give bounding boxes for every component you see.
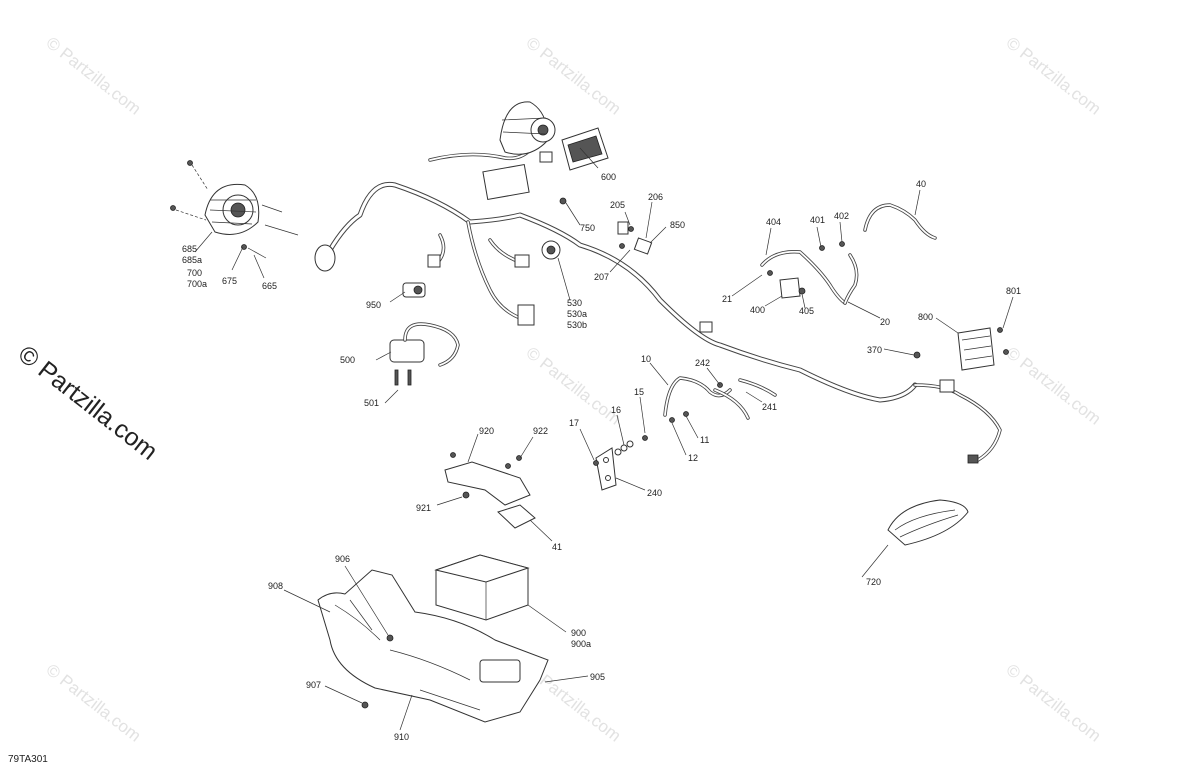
callout-401[interactable]: 401 bbox=[810, 215, 825, 225]
gauge-module-600[interactable] bbox=[561, 127, 609, 171]
connector-950[interactable] bbox=[402, 282, 426, 298]
positive-cables[interactable] bbox=[663, 376, 777, 423]
callout-800[interactable]: 800 bbox=[918, 312, 933, 322]
callout-205[interactable]: 205 bbox=[610, 200, 625, 210]
callout-11[interactable]: 11 bbox=[700, 435, 709, 445]
left-headlight[interactable] bbox=[170, 160, 299, 259]
callout-850[interactable]: 850 bbox=[670, 220, 685, 230]
battery-900[interactable] bbox=[434, 554, 530, 621]
diagram-code: 79TA301 bbox=[8, 754, 48, 765]
callout-950[interactable]: 950 bbox=[366, 300, 381, 310]
callout-900a[interactable]: 900a bbox=[571, 639, 591, 649]
callout-40[interactable]: 40 bbox=[916, 179, 926, 189]
callout-41[interactable]: 41 bbox=[552, 542, 562, 552]
battery-tray-905[interactable] bbox=[317, 569, 549, 723]
horn-500[interactable] bbox=[389, 322, 460, 386]
callout-700[interactable]: 700 bbox=[187, 268, 202, 278]
callout-906[interactable]: 906 bbox=[335, 554, 350, 564]
callout-12[interactable]: 12 bbox=[688, 453, 698, 463]
callout-15[interactable]: 15 bbox=[634, 387, 644, 397]
callout-530[interactable]: 530 bbox=[567, 298, 582, 308]
callout-685[interactable]: 685 bbox=[182, 244, 197, 254]
callout-907[interactable]: 907 bbox=[306, 680, 321, 690]
callout-908[interactable]: 908 bbox=[268, 581, 283, 591]
callout-500[interactable]: 500 bbox=[340, 355, 355, 365]
callout-21[interactable]: 21 bbox=[722, 294, 732, 304]
callout-17[interactable]: 17 bbox=[569, 418, 579, 428]
callout-370[interactable]: 370 bbox=[867, 345, 882, 355]
bracket-240[interactable] bbox=[593, 435, 648, 491]
callout-10[interactable]: 10 bbox=[641, 354, 651, 364]
callout-240[interactable]: 240 bbox=[647, 488, 662, 498]
callout-242[interactable]: 242 bbox=[695, 358, 710, 368]
callout-labels: 685 685a 700 700a 675 665 950 500 501 53… bbox=[182, 172, 1021, 742]
callout-404[interactable]: 404 bbox=[766, 217, 781, 227]
callout-921[interactable]: 921 bbox=[416, 503, 431, 513]
callout-920[interactable]: 920 bbox=[479, 426, 494, 436]
callout-241[interactable]: 241 bbox=[762, 402, 777, 412]
battery-cables[interactable] bbox=[760, 203, 937, 305]
tail-light-720[interactable] bbox=[887, 499, 969, 546]
center-headlight[interactable] bbox=[499, 101, 556, 155]
callout-600[interactable]: 600 bbox=[601, 172, 616, 182]
callout-402[interactable]: 402 bbox=[834, 211, 849, 221]
callout-720[interactable]: 720 bbox=[866, 577, 881, 587]
callout-801[interactable]: 801 bbox=[1006, 286, 1021, 296]
callout-665[interactable]: 665 bbox=[262, 281, 277, 291]
callout-16[interactable]: 16 bbox=[611, 405, 621, 415]
callout-675[interactable]: 675 bbox=[222, 276, 237, 286]
callout-750[interactable]: 750 bbox=[580, 223, 595, 233]
module-800[interactable] bbox=[913, 327, 1009, 371]
switch-530[interactable] bbox=[541, 240, 561, 260]
callout-905[interactable]: 905 bbox=[590, 672, 605, 682]
callout-206[interactable]: 206 bbox=[648, 192, 663, 202]
callout-900[interactable]: 900 bbox=[571, 628, 586, 638]
callout-685a[interactable]: 685a bbox=[182, 255, 202, 265]
callout-207[interactable]: 207 bbox=[594, 272, 609, 282]
leader-lines bbox=[194, 147, 1014, 731]
callout-405[interactable]: 405 bbox=[799, 306, 814, 316]
watermark-text: © Partzilla.com bbox=[523, 33, 625, 119]
callout-400[interactable]: 400 bbox=[750, 305, 765, 315]
watermark-text: © Partzilla.com bbox=[1003, 33, 1105, 119]
small-connectors[interactable] bbox=[539, 151, 653, 255]
callout-530a[interactable]: 530a bbox=[567, 309, 587, 319]
watermark-text: © Partzilla.com bbox=[43, 660, 145, 746]
main-wiring-harness[interactable] bbox=[314, 148, 1002, 464]
callout-700a[interactable]: 700a bbox=[187, 279, 207, 289]
watermark-text: © Partzilla.com bbox=[1003, 660, 1105, 746]
watermark-text: © Partzilla.com bbox=[1003, 343, 1105, 429]
watermark-text: © Partzilla.com bbox=[523, 343, 625, 429]
callout-910[interactable]: 910 bbox=[394, 732, 409, 742]
callout-922[interactable]: 922 bbox=[533, 426, 548, 436]
callout-530b[interactable]: 530b bbox=[567, 320, 587, 330]
watermark-text: © Partzilla.com bbox=[43, 33, 145, 119]
callout-20[interactable]: 20 bbox=[880, 317, 890, 327]
battery-holder-920[interactable] bbox=[444, 452, 536, 529]
callout-501[interactable]: 501 bbox=[364, 398, 379, 408]
